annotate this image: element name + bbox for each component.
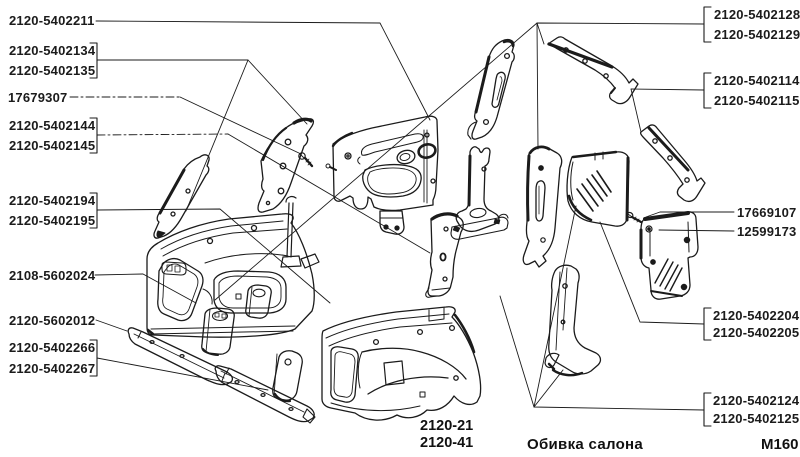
part-label: 17669107 (737, 205, 797, 220)
figure-title: Обивка салона (527, 436, 644, 453)
part-upper-quarter-trim-panel (325, 115, 439, 235)
part-label: 12599173 (737, 224, 797, 239)
model-code-line2: 2120-41 (420, 435, 474, 451)
part-label: 17679307 (8, 90, 68, 105)
part-lower-pillar-trim (544, 264, 602, 377)
screw-17669107 (626, 211, 643, 224)
part-label: 2108-5602024 (9, 268, 96, 283)
part-label: 2120-5402266 (9, 340, 96, 355)
model-code-line1: 2120-21 (420, 418, 474, 434)
part-sill-strip-front (127, 327, 234, 386)
part-label: 2120-5402204 (713, 308, 800, 323)
part-label: 2120-5402195 (9, 213, 96, 228)
sheet-code: M160 (761, 436, 799, 453)
part-center-pillar-trim (257, 117, 315, 213)
part-label: 2120-5402145 (9, 138, 96, 153)
part-label: 2120-5402124 (713, 393, 800, 408)
part-right-quarter-trim-panel (321, 306, 482, 421)
part-support-rod (280, 196, 320, 269)
part-label: 2120-5602012 (9, 313, 96, 328)
part-roof-side-strip (639, 124, 706, 203)
part-flap-bracket-c (272, 350, 303, 403)
part-label: 2120-5402205 (713, 325, 800, 340)
label-brackets (89, 6, 712, 427)
part-label: 2120-5402267 (9, 361, 96, 376)
part-sill-strip-rear (214, 365, 316, 424)
part-flap-bracket-a (201, 307, 235, 356)
part-label: 2120-5402128 (714, 7, 800, 22)
screw-17679307 (298, 152, 314, 168)
part-corner-strip (547, 36, 639, 105)
part-label: 2120-5402194 (9, 193, 96, 208)
part-b-pillar-slotted-trim (522, 145, 563, 268)
part-label: 2120-5402114 (714, 73, 800, 88)
part-label: 2120-5402134 (9, 43, 96, 58)
part-label: 2120-5402129 (714, 27, 800, 42)
part-label: 2120-5402211 (9, 13, 95, 28)
part-label: 2120-5402125 (713, 411, 800, 426)
washer-12599173 (645, 225, 653, 233)
part-label: 2120-5402135 (9, 63, 96, 78)
part-a-pillar-upper-trim (467, 38, 515, 140)
part-b-pillar-lower-trim-rear (450, 146, 509, 240)
part-label: 2120-5402115 (714, 93, 800, 108)
part-b-pillar-lower-trim-front (425, 212, 464, 298)
part-ribbed-bracket (639, 211, 699, 300)
part-c-pillar-strip-left (153, 154, 210, 239)
part-flap-bracket-b (245, 284, 272, 319)
part-wheel-arch-trim (566, 150, 630, 227)
part-label: 2120-5402144 (9, 118, 96, 133)
part-left-quarter-trim-panel (146, 213, 315, 338)
